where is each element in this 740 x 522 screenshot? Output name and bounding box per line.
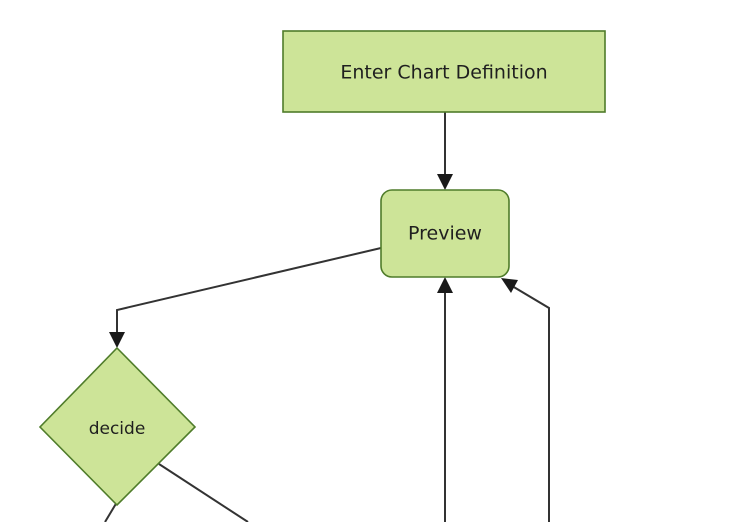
edge-return-center-to-preview [437,277,453,522]
node-shape-rounded-rectangle [380,189,510,278]
edge-line [158,463,249,522]
edge-line [116,247,382,340]
node-label: Preview [408,223,482,245]
node-enter-chart-definition[interactable]: Enter Chart Definition [282,30,606,113]
edge-enter-to-preview [437,112,453,190]
edge-decide-bottom-right [158,463,249,522]
edge-return-right-to-preview [501,278,550,522]
node-preview[interactable]: Preview [380,189,510,278]
edge-preview-to-decide [109,247,382,348]
arrowhead-icon [501,278,518,293]
arrowhead-icon [437,174,453,190]
node-shape-rectangle [282,30,606,113]
edge-line [104,501,118,522]
arrowhead-icon [437,277,453,293]
node-shape-diamond [38,346,197,507]
node-decide[interactable]: decide [38,346,197,507]
edge-decide-bottom-left [104,501,118,522]
node-label: decide [89,419,146,439]
node-label: Enter Chart Definition [340,62,547,84]
edge-line [506,282,550,522]
arrowhead-icon [109,332,125,348]
